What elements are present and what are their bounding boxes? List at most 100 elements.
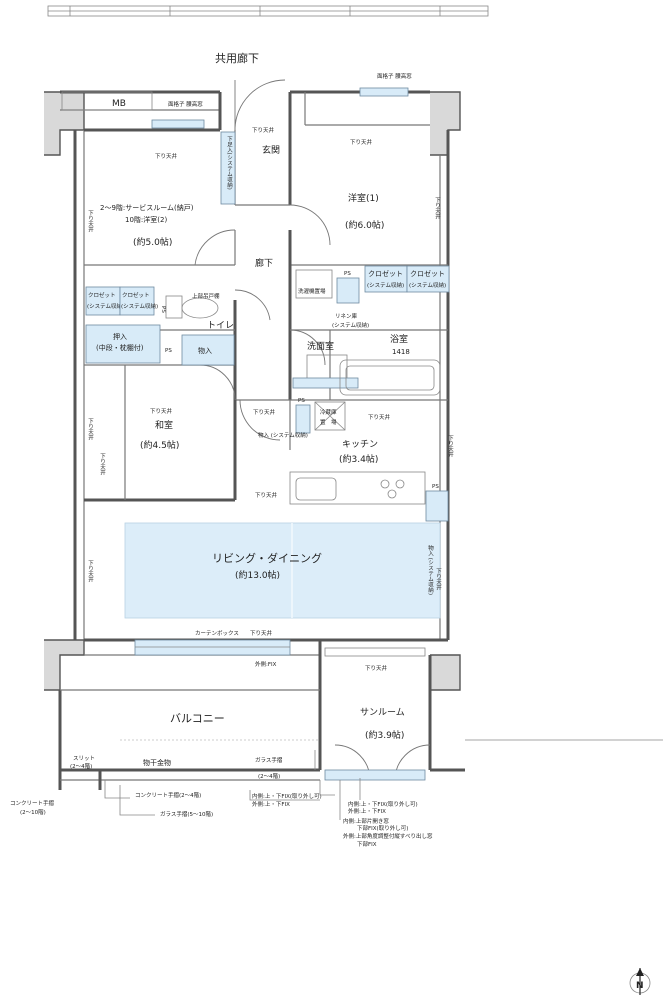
closet-service-right[interactable]: クロゼット (システム収納) [119,286,158,316]
washer-label: 洗濯機置場 [298,287,326,295]
linen-sub-label: (システム収納) [332,321,369,329]
western1-label: 洋室(1) [348,192,379,204]
slit-label-2: (2〜4階) [70,762,92,770]
lowered-ceiling-7: 下り天井 [255,491,278,499]
ps-label-toilet: PS [160,306,166,313]
sunroom-window-top [324,647,426,657]
lowered-ceiling-1: 下り天井 [155,152,178,160]
storage-kitchen-right[interactable] [425,490,449,522]
service-room-area: (約5.0帖) [133,236,172,248]
glass-rail-24-label: ガラス手摺 [255,756,283,764]
right-note-4: 下部FIX(取り外し可) [357,824,408,832]
lattice-window-right-label: 面格子 腰高窓 [377,72,412,80]
sunroom-area: (約3.9帖) [365,729,404,741]
living-area: (約13.0帖) [235,569,280,581]
closet-label: クロゼット [122,291,150,299]
lowered-ceiling-left-2: 下り天井 [87,560,94,584]
lowered-ceiling-right-1: 下り天井 [434,197,441,221]
closet-western1-left[interactable]: クロゼット (システム収納) [364,265,408,293]
right-note-2: 外側:上・下FIX [348,807,386,815]
closet-label: クロゼット [410,269,445,278]
service-room-label-2: 10階:洋室(2) [125,215,167,224]
leader-lines [104,750,361,820]
closet-system-label: (システム収納) [409,281,446,289]
right-note-6: 下部FIX [357,840,377,848]
lowered-ceiling-8: 下り天井 [365,664,388,672]
right-note-1: 内側:上・下FIX(取り外し可) [348,800,418,808]
upper-cabinet-label: 上部吊戸棚 [192,292,220,300]
concrete-rail-210-label: コンクリート手摺 [10,799,55,807]
ps-label-kitchen-right: PS [432,484,439,490]
washitsu-label: 和室 [155,419,173,431]
corridor-label: 共用廊下 [215,51,259,65]
linen-closet[interactable] [336,277,360,304]
washroom-label: 洗面室 [307,340,334,352]
western1-area: (約6.0帖) [345,219,384,231]
glass-rail-24-label-2: (2〜4階) [258,772,280,780]
fridge-label: 冷蔵庫 [320,408,337,416]
balcony [58,689,663,790]
closet-western1-right[interactable]: クロゼット (システム収納) [406,265,450,293]
oshiire[interactable]: 押入 (中段・枕棚付) [85,324,161,364]
washitsu-area: (約4.5帖) [140,439,179,451]
closet-system-label: (システム収納) [87,302,124,310]
mb-label: MB [112,99,126,109]
storage-kitchen-left[interactable] [295,404,311,434]
bathtub [339,359,441,396]
storage-label: 物入 [198,346,212,355]
closet-system-label: (システム収納) [367,281,404,289]
washer-space [295,269,333,299]
ps-label-washroom: PS [344,271,351,277]
shoe-box [220,131,236,205]
concrete-rail-24-label: コンクリート手摺(2〜4階) [135,791,201,799]
bath-size: 1418 [392,348,410,356]
north-label: N [636,981,644,991]
slit-label: スリット [73,755,95,762]
fridge-space [314,401,346,431]
north-arrow-icon: N [629,968,651,995]
inner-note-2: 外側:上・下FIX [252,800,290,808]
right-note-3: 内側:上部片開き窓 [343,817,389,825]
oshiire-sub-label: (中段・枕棚付) [96,343,144,352]
glass-rail-510-label: ガラス手摺(5〜10階) [160,810,213,818]
concrete-rail-210-label-2: (2〜10階) [20,808,46,816]
living-label: リビング・ダイニング [212,551,322,565]
right-storage-label: 物入 (システム収納) [427,544,434,595]
lowered-ceiling-right-3: 下り天井 [435,568,442,592]
kitchen-storage-label: 物入 (システム収納) [258,431,308,439]
entrance-door[interactable] [234,79,286,131]
sunroom-window-bottom [324,769,426,781]
kitchen-counter [289,471,426,505]
closet-label: クロゼット [88,291,116,299]
lattice-window-right: 面格子 腰高窓 [359,72,412,97]
neighbor-building-strip [47,5,489,17]
lowered-ceiling-4: 下り天井 [253,408,276,416]
closet-service-left[interactable]: クロゼット (システム収納) [85,286,124,316]
outer-fix-label: 外側:FIX [255,660,277,668]
curtain-box-label: カーテンボックス [195,629,239,637]
ps-label-washitsu: PS [165,348,172,354]
drying-hardware-label: 物干金物 [143,758,171,767]
service-room-label: 2〜9階:サービスルーム(納戸) [100,203,194,212]
lowered-ceiling-6: 下り天井 [368,413,391,421]
lowered-ceiling-5: 下り天井 [150,407,173,415]
shoe-box-label: 下足入(システム収納) [226,136,233,190]
kitchen-label: キッチン [342,439,378,450]
interior-walls [84,130,448,770]
linen-label: リネン庫 [335,312,358,320]
hallway-label: 廊下 [255,257,273,269]
lowered-ceiling-left-3: 下り天井 [87,418,94,442]
fridge-label-2: 置 場 [320,418,337,426]
lowered-ceiling-2: 下り天井 [252,126,275,134]
toilet-fixture [165,295,219,319]
right-note-5: 外側:上部角度調整付縦すべり出し窓 [343,832,433,840]
sunroom-label: サンルーム [360,707,405,718]
outer-walls [44,90,461,691]
storage-washitsu[interactable]: 物入 [181,334,235,366]
living-dining-area [124,522,441,619]
ps-label-kitchen: PS [298,398,305,404]
toilet-label: トイレ [207,321,234,331]
kitchen-area: (約3.4帖) [339,453,378,465]
lowered-ceiling-left-1: 下り天井 [87,210,94,234]
